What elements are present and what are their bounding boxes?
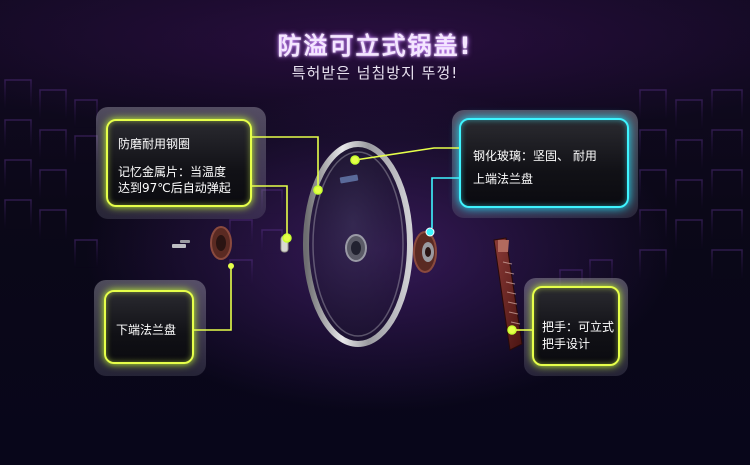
steel-ring-callout: 防磨耐用钢圈 记忆金属片：当温度 达到97℃后自动弹起 — [106, 119, 252, 207]
callout-glass-text: 钢化玻璃：坚固、 耐用 — [473, 149, 597, 163]
callout-handle-text-2: 把手设计 — [542, 337, 591, 351]
callout-lower-flange-text: 下端法兰盘 — [116, 323, 177, 337]
callout-upper-flange-text: 上端法兰盘 — [473, 172, 534, 186]
glass-lid — [303, 141, 413, 347]
callout-memory-metal-text: 记忆金属片：当温度 — [118, 165, 227, 179]
callout-memory-metal-text-2: 达到97℃后自动弹起 — [118, 181, 231, 195]
handle-callout: 把手：可立式 把手设计 — [532, 286, 620, 366]
lower-flange-callout: 下端法兰盘 — [104, 290, 194, 364]
callout-handle-text: 把手：可立式 — [542, 320, 615, 334]
connector-lines — [194, 136, 532, 331]
background-grid — [4, 79, 743, 295]
lower-flange-part — [172, 226, 232, 260]
glass-callout: 钢化玻璃：坚固、 耐用 上端法兰盘 — [459, 118, 629, 208]
handle-part — [493, 237, 523, 351]
memory-metal-piece — [280, 233, 292, 253]
page-subtitle: 특허받은 넘침방지 뚜껑! — [291, 64, 459, 82]
callout-steel-ring-title: 防磨耐用钢圈 — [118, 137, 191, 151]
page-title: 防溢可立式锅盖! — [277, 32, 473, 60]
upper-flange-part — [413, 227, 437, 273]
